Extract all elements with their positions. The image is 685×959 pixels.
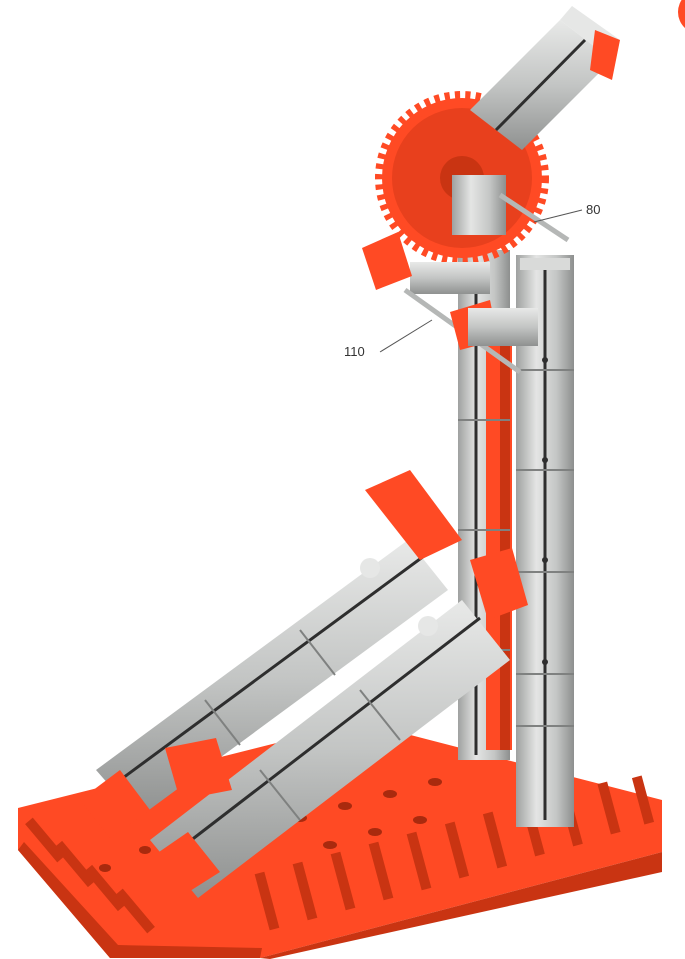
callout-80-label: 80	[586, 202, 600, 217]
upper-arm	[362, 6, 620, 375]
base-slots-right	[254, 775, 655, 931]
callout-80: 80	[533, 202, 600, 223]
diagonal-strut-front	[130, 548, 528, 910]
callout-110: 110	[344, 319, 433, 359]
callout-110-label: 110	[344, 344, 365, 359]
tower-joints	[458, 369, 574, 727]
base-slots-left	[25, 817, 155, 934]
corner-red-part	[678, 0, 685, 29]
